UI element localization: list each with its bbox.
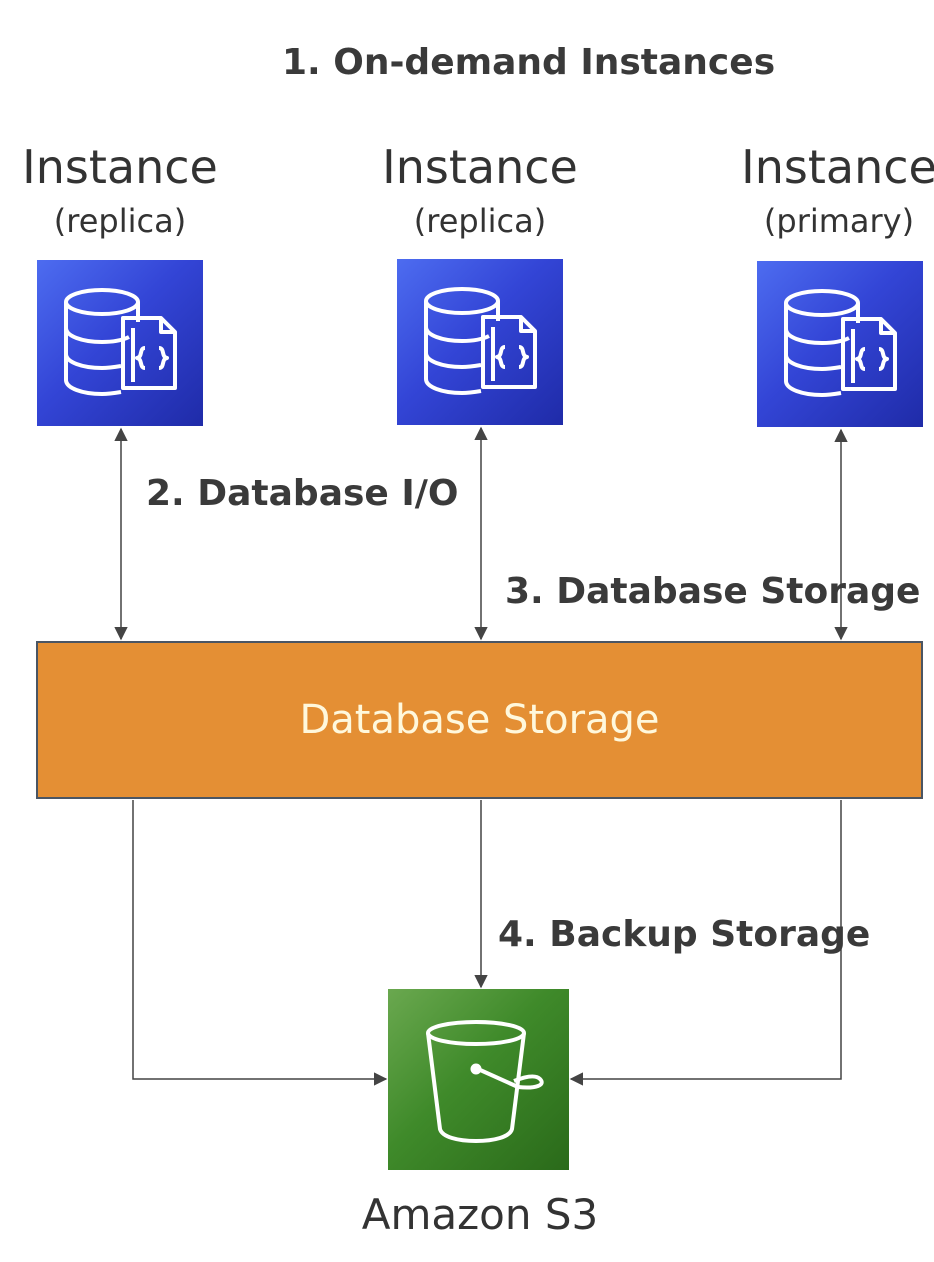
instance-role-2: (replica) [413,202,547,240]
step-label-database-storage: 3. Database Storage [505,571,921,612]
s3-label: Amazon S3 [361,1190,599,1239]
instance-tile-1[interactable] [37,260,203,426]
instance-title-2: Instance [382,140,578,194]
database-icon [424,287,537,395]
database-storage-bar[interactable]: Database Storage [36,641,923,799]
instance-title-3: Instance [741,140,934,194]
instance-role-3: (primary) [763,202,915,240]
diagram-title: 1. On-demand Instances [282,42,776,83]
database-icon [64,288,177,396]
step-label-backup-storage: 4. Backup Storage [498,914,871,955]
instance-tile-3[interactable] [757,261,923,427]
instance-role-1: (replica) [53,202,187,240]
instance-title-1: Instance [22,140,218,194]
backup-connector-left [132,800,388,1086]
instance-tile-2[interactable] [397,259,563,425]
s3-tile[interactable] [388,989,569,1170]
backup-connector-right [569,800,842,1086]
database-icon [784,289,897,397]
step-label-database-io: 2. Database I/O [146,473,459,514]
database-storage-label: Database Storage [299,697,660,743]
s3-bucket-icon [426,1020,544,1143]
